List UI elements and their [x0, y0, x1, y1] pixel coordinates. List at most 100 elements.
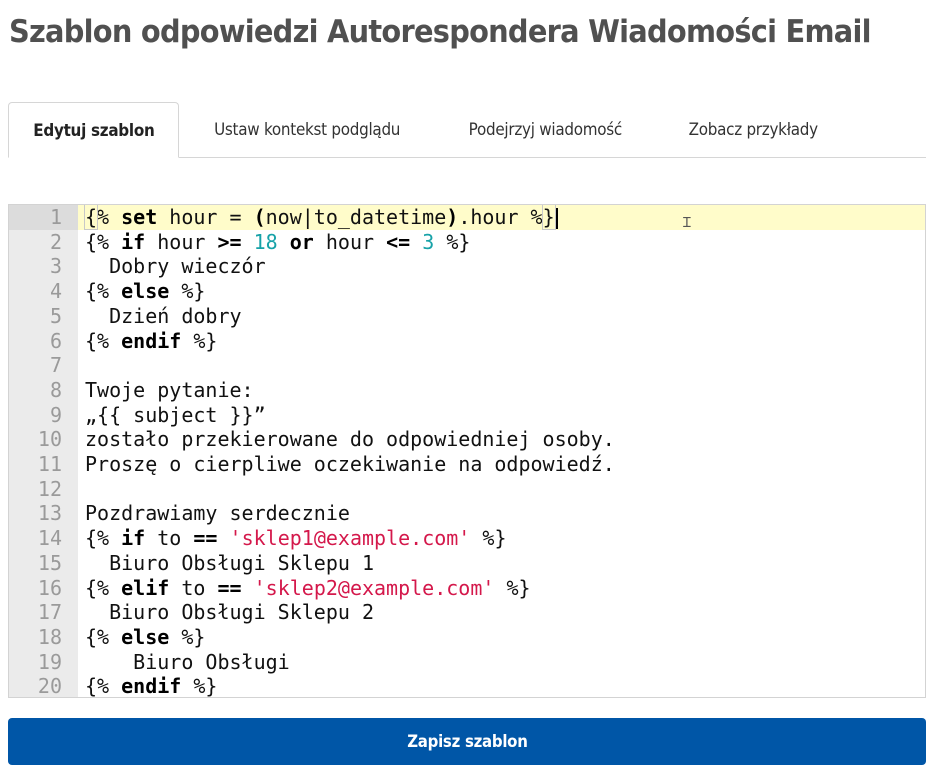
line-number: 6 — [49, 328, 62, 353]
syntax-number: 3 — [422, 229, 435, 254]
code-text: zostało przekierowane do odpowiedniej os… — [85, 427, 615, 452]
line-number: 4 — [49, 279, 62, 304]
save-template-label: Zapisz szablon — [406, 731, 528, 752]
code-line[interactable]: 4 {% else %} — [9, 279, 925, 304]
code-line[interactable]: 13 Pozdrawiamy serdecznie — [9, 501, 925, 526]
syntax-keyword: <= — [386, 229, 411, 254]
code-line[interactable]: 14{% if to == 'sklep1@example.com' %} — [9, 526, 925, 551]
line-number: 1 — [9, 205, 78, 230]
syntax-text: {% — [85, 328, 122, 353]
syntax-text — [242, 230, 254, 254]
syntax-keyword: == — [193, 526, 218, 551]
syntax-text: to — [169, 575, 218, 600]
tab-edit-template[interactable]: Edytuj szablon — [8, 102, 179, 158]
syntax-text: {% — [85, 624, 122, 649]
line-number: 19 — [37, 649, 62, 674]
line-number: 10 — [37, 427, 62, 452]
tab-label: Edytuj szablon — [32, 120, 155, 140]
syntax-keyword: or — [289, 229, 314, 254]
code-text: {% else %} — [85, 279, 205, 304]
syntax-text: „{{ subject }}” — [85, 402, 266, 427]
code-line[interactable]: 20{% endif %} — [9, 674, 925, 698]
text-cursor-ibeam-icon: Ɪ — [683, 215, 691, 231]
syntax-text: { — [83, 205, 99, 230]
line-number: 16 — [37, 575, 62, 600]
code-line[interactable]: 18{% else %} — [9, 625, 925, 650]
tab-label: Zobacz przykłady — [688, 120, 818, 139]
code-line[interactable]: 1{% set hour = (now|to_datetime).hour %} — [9, 205, 925, 230]
syntax-keyword: if — [121, 229, 146, 254]
syntax-keyword: set — [121, 205, 158, 229]
syntax-text: %} — [434, 229, 471, 254]
code-line[interactable]: 9 „{{ subject }}” — [9, 403, 925, 428]
syntax-text: .hour % — [458, 205, 543, 229]
syntax-keyword: else — [121, 279, 170, 304]
code-text: {% if hour >= 18 or hour <= 3 %} — [85, 230, 470, 255]
syntax-text: to — [145, 526, 194, 551]
syntax-text: hour — [145, 229, 218, 254]
syntax-keyword: >= — [217, 229, 242, 254]
syntax-text: hour = — [157, 205, 254, 229]
line-number: 9 — [49, 402, 62, 427]
syntax-text: %} — [470, 526, 507, 551]
tab-examples[interactable]: Zobacz przykłady — [656, 102, 850, 157]
tab-label: Ustaw kontekst podglądu — [214, 120, 401, 139]
code-text: {% elif to == 'sklep2@example.com' %} — [85, 576, 531, 601]
syntax-keyword: ) — [446, 205, 459, 229]
tab-bar: Edytuj szablon Ustaw kontekst podglądu P… — [8, 102, 926, 158]
code-text: „{{ subject }}” — [85, 403, 266, 428]
syntax-text: {% — [85, 229, 122, 254]
page-title: Szablon odpowiedzi Autorespondera Wiadom… — [9, 14, 872, 50]
syntax-text: } — [541, 205, 556, 230]
code-line[interactable]: 12 — [9, 477, 925, 502]
code-line[interactable]: 10 zostało przekierowane do odpowiedniej … — [9, 427, 925, 452]
syntax-keyword: endif — [121, 674, 182, 698]
code-text: {% else %} — [85, 625, 205, 650]
line-number: 13 — [37, 501, 62, 526]
code-line[interactable]: 6{% endif %} — [9, 329, 925, 354]
syntax-text: {% — [85, 674, 122, 698]
syntax-keyword: else — [121, 624, 170, 649]
code-text: Dzień dobry — [85, 304, 241, 329]
save-template-button[interactable]: Zapisz szablon — [8, 718, 926, 765]
tab-label: Podejrzyj wiadomość — [468, 120, 623, 139]
line-number: 14 — [37, 526, 62, 551]
line-number: 3 — [49, 254, 62, 279]
line-number: 17 — [37, 600, 62, 625]
code-line[interactable]: 2{% if hour >= 18 or hour <= 3 %} — [9, 230, 925, 255]
syntax-text: {% — [85, 279, 122, 304]
syntax-text: zostało przekierowane do odpowiedniej os… — [85, 427, 615, 452]
code-line[interactable]: 3 Dobry wieczór — [9, 254, 925, 279]
syntax-keyword: ( — [253, 205, 266, 229]
line-number: 8 — [49, 377, 62, 402]
code-text: Biuro Obsługi Sklepu 2 — [85, 600, 374, 625]
code-line[interactable]: 19 Biuro Obsługi — [9, 650, 925, 675]
syntax-text: Biuro Obsługi Sklepu 2 — [85, 600, 374, 625]
syntax-text — [410, 230, 422, 254]
code-line[interactable]: 7 — [9, 353, 925, 378]
syntax-text: {% — [85, 575, 122, 600]
tab-preview-message[interactable]: Podejrzyj wiadomość — [435, 102, 656, 157]
syntax-text: Pozdrawiamy serdecznie — [85, 501, 350, 526]
line-number-gutter — [9, 205, 78, 697]
syntax-number: 18 — [253, 229, 278, 254]
code-editor[interactable]: 1{% set hour = (now|to_datetime).hour %}… — [8, 204, 926, 698]
code-text: {% endif %} — [85, 674, 217, 698]
code-text: Biuro Obsługi — [85, 650, 290, 675]
caret — [555, 208, 558, 229]
syntax-keyword: == — [217, 575, 242, 600]
code-line[interactable]: 17 Biuro Obsługi Sklepu 2 — [9, 600, 925, 625]
code-text: {% set hour = (now|to_datetime).hour %} — [83, 205, 558, 230]
code-line[interactable]: 5 Dzień dobry — [9, 304, 925, 329]
tab-preview-context[interactable]: Ustaw kontekst podglądu — [179, 102, 435, 157]
syntax-text: Proszę o cierpliwe oczekiwanie na odpowi… — [85, 452, 615, 476]
syntax-text: Biuro Obsługi Sklepu 1 — [85, 550, 374, 575]
syntax-text: %} — [169, 279, 206, 304]
syntax-keyword: elif — [121, 575, 170, 600]
code-text: Biuro Obsługi Sklepu 1 — [85, 551, 374, 576]
code-line[interactable]: 16 {% elif to == 'sklep2@example.com' %} — [9, 576, 925, 601]
syntax-text: %} — [169, 624, 206, 649]
code-line[interactable]: 15 Biuro Obsługi Sklepu 1 — [9, 551, 925, 576]
